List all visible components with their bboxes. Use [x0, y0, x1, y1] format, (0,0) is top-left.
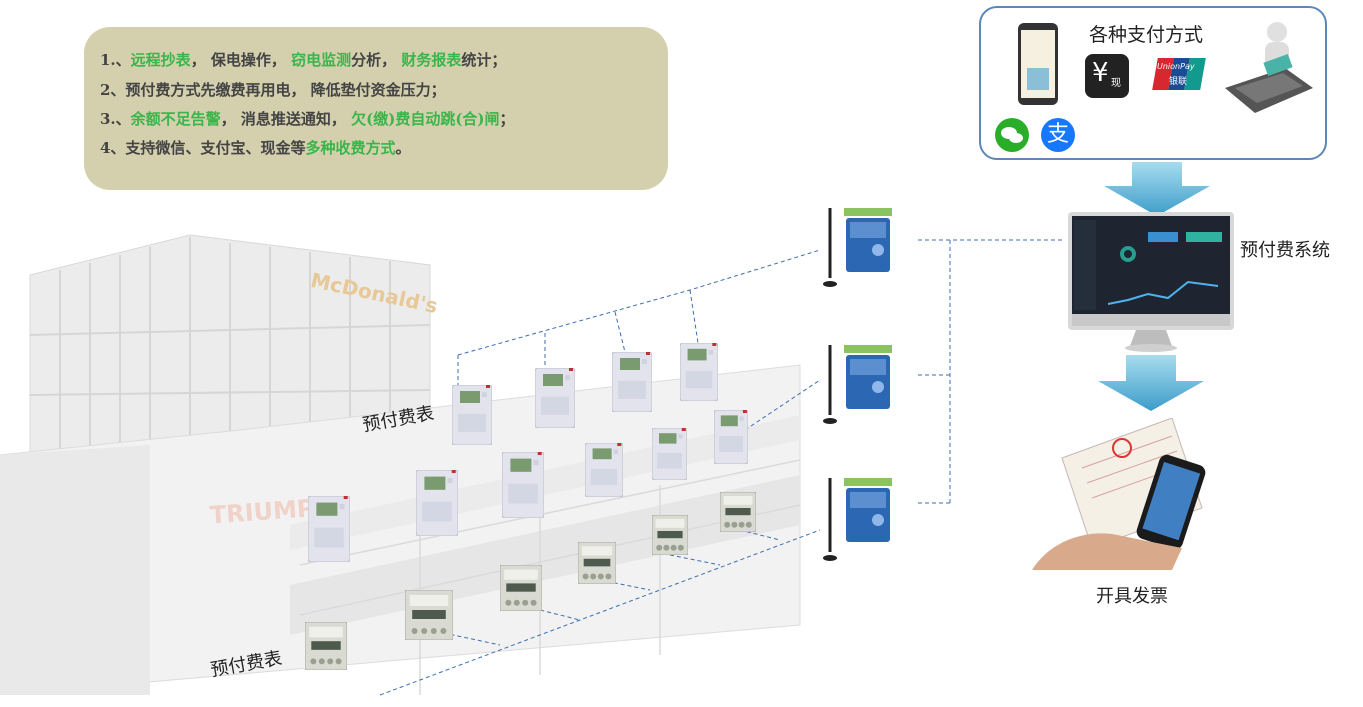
wechat-pay-icon: [995, 118, 1029, 152]
feature-text-segment: ， 消息推送通知，: [220, 110, 352, 128]
feature-line-4: 4、支持微信、支付宝、现金等多种收费方式。: [100, 137, 410, 158]
prepaid-meter-10: [308, 496, 350, 562]
prepaid-meter-9: [416, 470, 458, 536]
gateway-3: [823, 478, 892, 561]
feature-text-segment: 分析，: [351, 51, 402, 69]
payment-title: 各种支付方式: [1089, 24, 1204, 46]
feature-text-segment: ；: [499, 110, 515, 128]
gateway-1: [823, 208, 892, 287]
down-arrow-2-icon: [1098, 355, 1204, 411]
prepaid-system-monitor: [1068, 212, 1234, 352]
din-rail-meter-5: [405, 590, 453, 640]
alipay-icon: 支: [1041, 118, 1075, 152]
feature-text-segment: 余额不足告警: [130, 110, 221, 128]
din-rail-meter-1: [720, 492, 756, 532]
down-arrow-1-icon: [1104, 162, 1210, 216]
prepaid-meter-6: [585, 443, 623, 497]
feature-text-segment: 远程抄表: [130, 51, 191, 69]
feature-box: 1.、远程抄表， 保电操作， 窃电监测分析， 财务报表统计； 2、预付费方式先缴…: [84, 27, 668, 190]
prepaid-meter-5: [714, 410, 748, 464]
din-rail-meter-2: [652, 515, 688, 555]
din-rail-meter-3: [578, 542, 616, 584]
pos-terminal-icon: [1225, 22, 1313, 113]
prepaid-meter-7: [652, 428, 687, 480]
gateway-2: [823, 345, 892, 424]
feature-text-segment: 。: [395, 139, 411, 157]
feature-text-segment: 财务报表: [401, 51, 462, 69]
cash-yen-icon: ¥ 现: [1085, 54, 1129, 98]
prepaid-meter-1: [452, 385, 492, 445]
prepaid-meter-4: [680, 343, 718, 401]
feature-text-segment: 2、预付费方式先缴费再用电， 降低垫付资金压力；: [100, 81, 446, 99]
prepaid-meter-8: [502, 452, 544, 518]
feature-text-segment: 3.、: [100, 110, 131, 128]
feature-text-segment: 多种收费方式: [305, 139, 396, 157]
feature-text-segment: 欠(缴)费自动跳(合)闸: [351, 110, 500, 128]
invoice-phone-illustration: [1032, 418, 1206, 570]
din-rail-meter-6: [305, 622, 347, 670]
unionpay-icon: UnionPay 银联: [1152, 58, 1206, 90]
feature-text-segment: 窃电监测: [291, 51, 352, 69]
prepaid-meter-3: [612, 352, 652, 412]
feature-text-segment: ， 保电操作，: [190, 51, 292, 69]
prepaid-meter-2: [535, 368, 575, 428]
feature-line-3: 3.、余额不足告警， 消息推送通知， 欠(缴)费自动跳(合)闸；: [100, 108, 515, 129]
feature-text-segment: 统计；: [461, 51, 507, 69]
feature-text-segment: 4、支持微信、支付宝、现金等: [100, 139, 306, 157]
feature-line-2: 2、预付费方式先缴费再用电， 降低垫付资金压力；: [100, 79, 446, 100]
din-rail-meter-4: [500, 565, 542, 611]
mini-program-phone-icon: [1018, 23, 1058, 105]
feature-line-1: 1.、远程抄表， 保电操作， 窃电监测分析， 财务报表统计；: [100, 49, 506, 70]
invoice-label: 开具发票: [1096, 586, 1168, 607]
feature-text-segment: 1.、: [100, 51, 131, 69]
system-label: 预付费系统: [1240, 240, 1330, 261]
payment-methods-panel: 各种支付方式 ¥ 现 UnionPay 银联 支: [979, 6, 1327, 160]
